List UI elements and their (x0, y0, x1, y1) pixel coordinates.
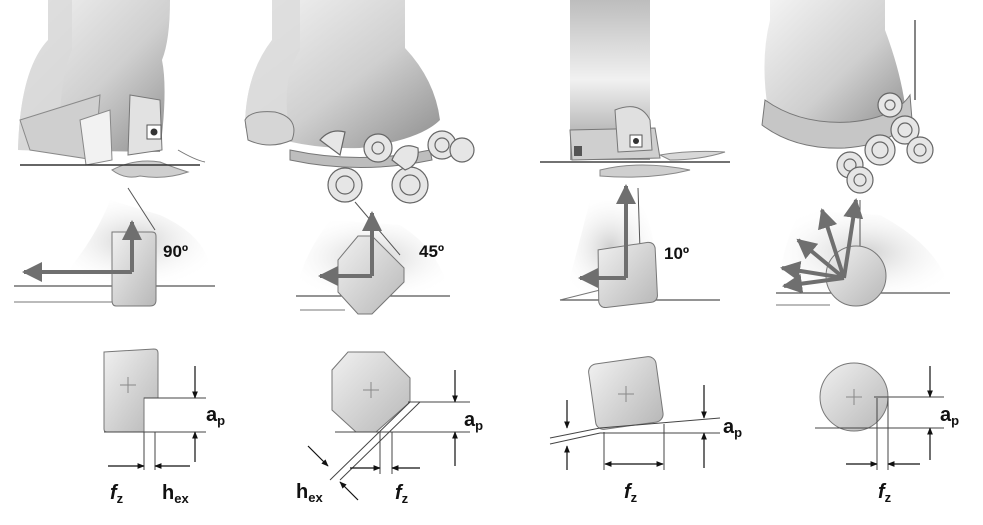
fz-symbol: fz (624, 481, 638, 505)
panel-45 (244, 0, 475, 501)
schematic (103, 348, 206, 470)
schematic (549, 356, 721, 470)
ap-symbol: ap (723, 416, 743, 440)
schematic (307, 351, 470, 501)
panel-round (761, 0, 950, 470)
fz-symbol: fz (878, 481, 892, 505)
hex-symbol: hex (162, 482, 189, 506)
schematic (815, 362, 944, 470)
ap-symbol: ap (464, 409, 484, 433)
hex-symbol: hex (296, 481, 323, 505)
ap-symbol: ap (940, 404, 960, 428)
engagement-view (14, 187, 215, 307)
angle-label-45: 45º (419, 242, 445, 261)
angle-label-90: 90º (163, 242, 189, 261)
ap-symbol: ap (206, 404, 226, 428)
panel-90 (14, 0, 215, 470)
cutter-illustration (18, 0, 206, 178)
panel-10 (540, 0, 730, 470)
fz-symbol: fz (395, 482, 409, 506)
engagement-view (559, 184, 720, 308)
fz-symbol: fz (110, 482, 124, 506)
angle-label-10: 10º (664, 244, 690, 263)
engagement-view (296, 201, 450, 315)
cutter-illustration (540, 0, 730, 178)
cutter-illustration (244, 0, 475, 204)
engagement-view (776, 198, 950, 307)
cutter-illustration (761, 0, 934, 194)
